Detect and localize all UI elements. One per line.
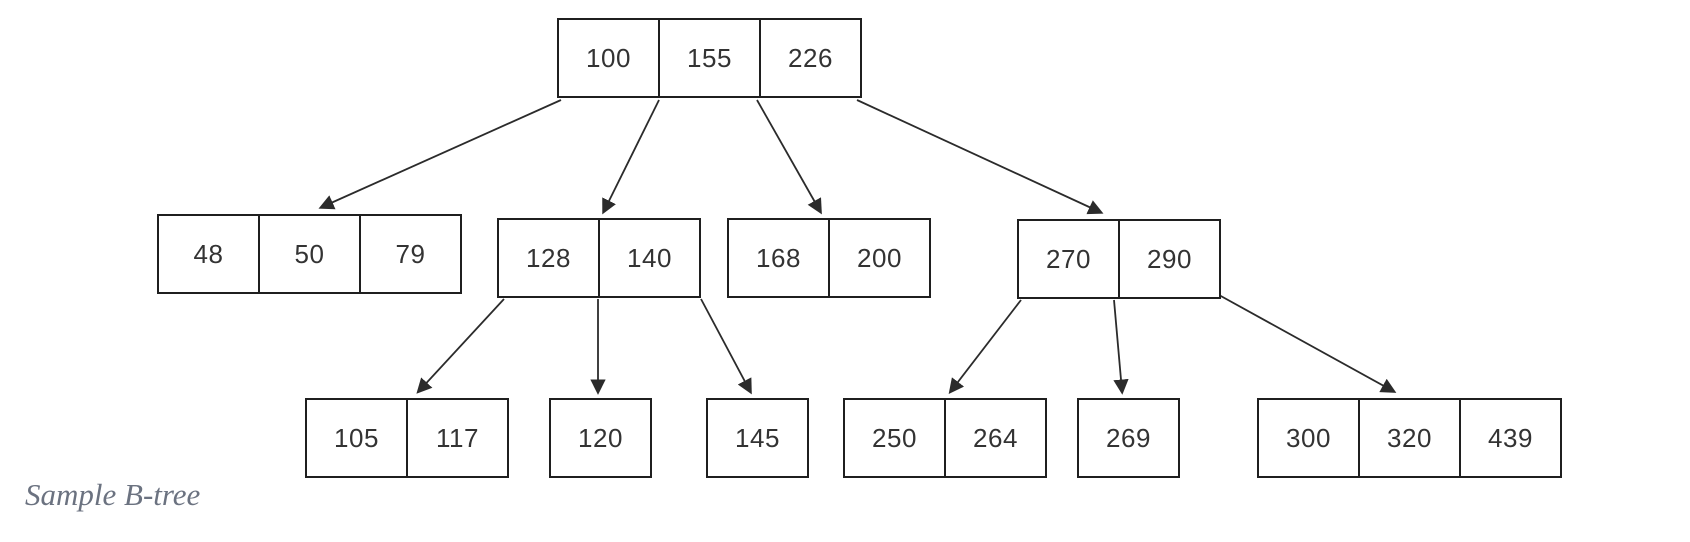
btree-key-cell: 264 [944,400,1045,476]
btree-key-cell: 105 [334,422,379,453]
btree-key-cell: 300 [1286,422,1331,453]
btree-key-cell: 140 [598,220,699,296]
btree-key-cell: 120 [578,422,623,453]
btree-key-cell: 50 [258,216,359,292]
edge-root-to-270-290 [856,99,1104,215]
btree-key-cell: 100 [586,42,631,73]
btree-key-cell: 145 [735,422,780,453]
edge-root-to-168-200 [756,99,822,215]
btree-node-105-117: 105 117 [305,398,509,478]
edge-root-to-128-140 [602,99,660,215]
btree-key-cell: 79 [359,216,460,292]
edge-128-140-to-145 [700,298,752,395]
btree-key-cell: 48 [193,238,224,269]
btree-key-cell: 250 [872,422,917,453]
edge-128-140-to-105-117 [416,298,505,394]
btree-node-128-140: 128 140 [497,218,701,298]
btree-node-168-200: 168 200 [727,218,931,298]
edge-270-290-to-269 [1113,299,1129,395]
btree-node-250-264: 250 264 [843,398,1047,478]
btree-key-cell: 155 [658,20,759,96]
btree-key-cell: 439 [1459,400,1560,476]
btree-key-cell: 226 [759,20,860,96]
btree-node-120: 120 [549,398,652,478]
btree-key-cell: 270 [1046,243,1091,274]
btree-node-300-320-439: 300 320 439 [1257,398,1562,478]
btree-node-269: 269 [1077,398,1180,478]
btree-key-cell: 200 [828,220,929,296]
btree-key-cell: 128 [526,242,571,273]
diagram-caption: Sample B-tree [25,477,201,512]
btree-key-cell: 168 [756,242,801,273]
edge-270-290-to-300-320-439 [1218,294,1397,393]
btree-key-cell: 290 [1118,221,1219,297]
edge-root-to-48-50-79 [318,99,562,210]
btree-node-root: 100 155 226 [557,18,862,98]
edge-270-290-to-250-264 [948,299,1022,395]
btree-node-270-290: 270 290 [1017,219,1221,299]
btree-key-cell: 320 [1358,400,1459,476]
btree-key-cell: 269 [1106,422,1151,453]
btree-node-48-50-79: 48 50 79 [157,214,462,294]
btree-key-cell: 117 [406,400,507,476]
btree-node-145: 145 [706,398,809,478]
